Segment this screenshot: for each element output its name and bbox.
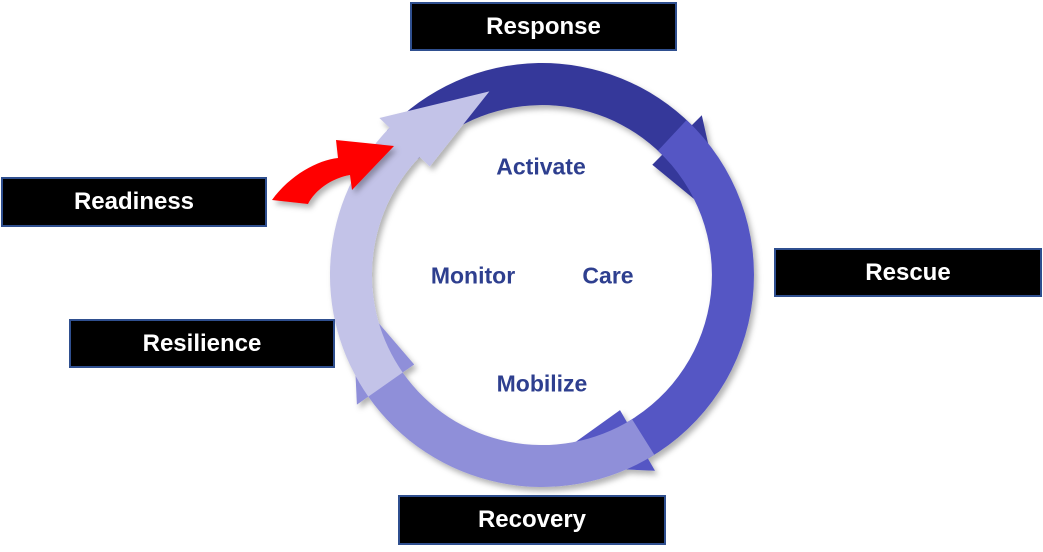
step-activate-label: Activate — [496, 153, 586, 180]
arrow-right-care-segment — [542, 120, 754, 471]
curved-right-arrow-icon — [272, 140, 394, 204]
step-care-label: Care — [582, 262, 634, 289]
phase-rescue-label: Rescue — [774, 248, 1042, 297]
arrow-bottom-mobilize-segment — [351, 291, 655, 488]
phase-resilience-label: Resilience — [69, 319, 335, 368]
phase-readiness-label: Readiness — [1, 177, 267, 227]
step-monitor-label: Monitor — [430, 262, 516, 289]
step-mobilize-label: Mobilize — [496, 370, 588, 397]
phase-recovery-label: Recovery — [398, 495, 666, 545]
phase-response-label: Response — [410, 2, 677, 51]
arrow-left-monitor-segment — [329, 91, 490, 397]
